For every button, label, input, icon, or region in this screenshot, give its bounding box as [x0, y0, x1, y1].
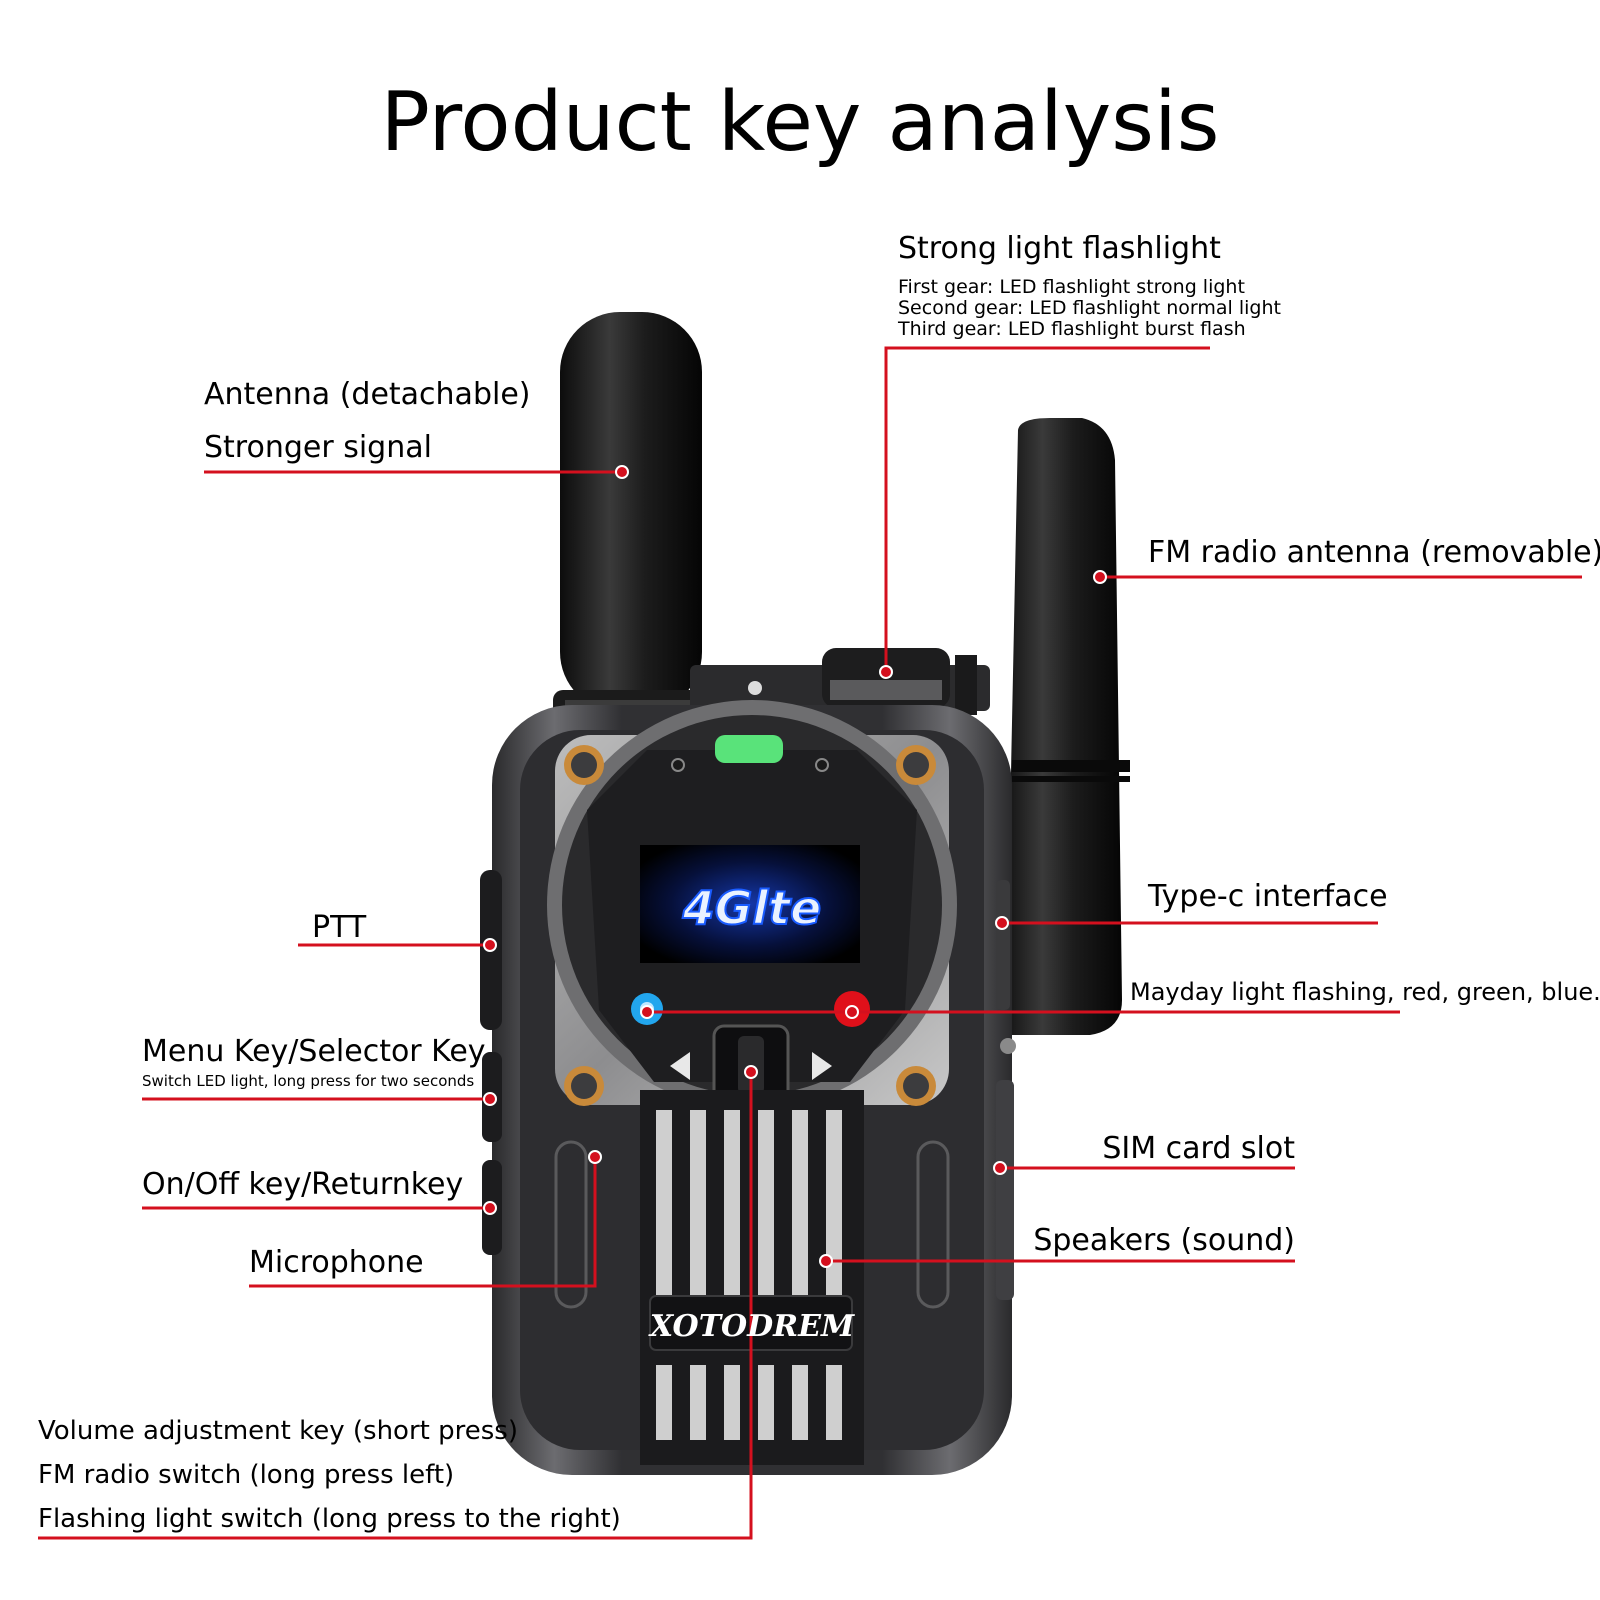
brand-logo-text: XOTODREM: [648, 1309, 855, 1344]
main-antenna: [553, 312, 709, 732]
fm-antenna-label: FM radio antenna (removable): [1148, 535, 1600, 570]
volume-line-2: FM radio switch (long press left): [38, 1460, 455, 1490]
green-led: [715, 735, 783, 763]
microphone-label: Microphone: [249, 1245, 424, 1280]
volume-line-3: Flashing light switch (long press to the…: [38, 1504, 621, 1534]
flashlight-gear-3: Third gear: LED flashlight burst flash: [898, 318, 1246, 340]
leader-dots: [483, 465, 1107, 1268]
flashlight-gear-2: Second gear: LED flashlight normal light: [898, 297, 1281, 319]
sim-slot-label: SIM card slot: [1102, 1131, 1295, 1166]
display-screen: [640, 845, 860, 963]
ptt-label: PTT: [312, 910, 367, 945]
menu-key-label: Menu Key/Selector Key: [142, 1034, 486, 1069]
leader-lines: [38, 346, 1582, 1540]
type-c-label: Type-c interface: [1148, 879, 1388, 914]
flashlight-title: Strong light flashlight: [898, 231, 1221, 266]
fm-antenna: [1000, 418, 1130, 1035]
menu-key-note: Switch LED light, long press for two sec…: [142, 1072, 475, 1090]
onoff-key-label: On/Off key/Returnkey: [142, 1167, 464, 1202]
mayday-label: Mayday light flashing, red, green, blue.: [1130, 978, 1600, 1006]
speakers-label: Speakers (sound): [1033, 1223, 1295, 1258]
antenna-label: Antenna (detachable): [204, 377, 531, 412]
flashlight-gear-1: First gear: LED flashlight strong light: [898, 276, 1245, 298]
page-title: Product key analysis: [380, 75, 1220, 170]
volume-line-1: Volume adjustment key (short press): [38, 1416, 518, 1446]
screen-text: 4Glte: [682, 881, 822, 935]
antenna-sublabel: Stronger signal: [204, 430, 432, 465]
